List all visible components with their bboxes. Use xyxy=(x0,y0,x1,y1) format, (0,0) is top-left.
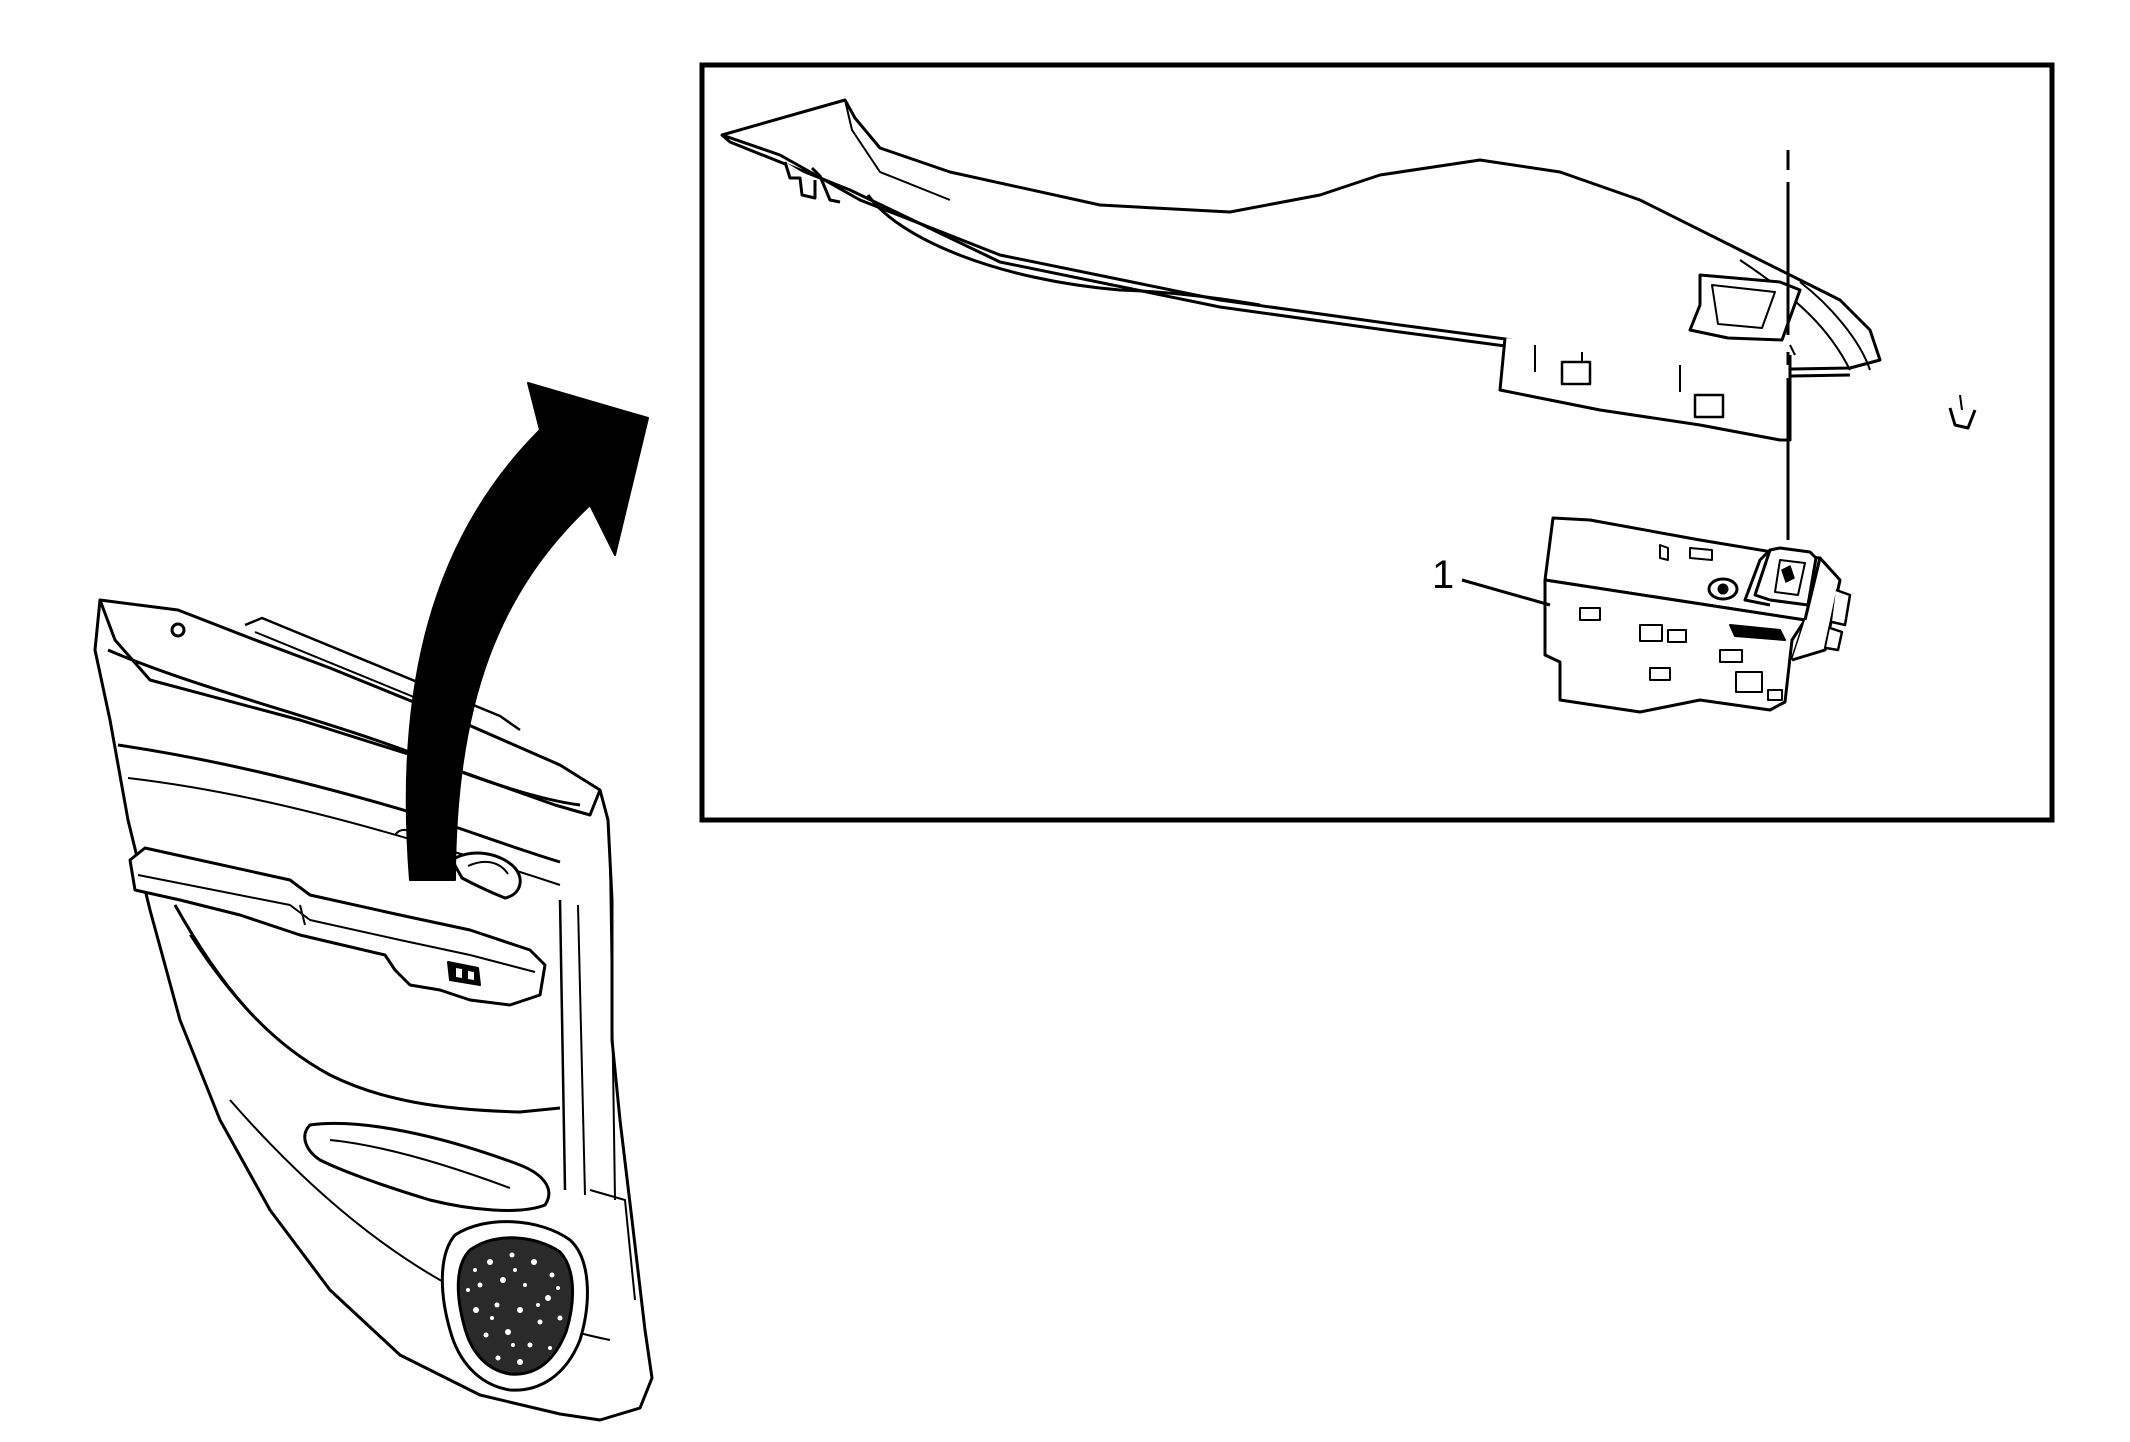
curved-arrow-icon xyxy=(405,382,649,881)
callout-leader-1 xyxy=(1461,578,1551,607)
speaker-grille xyxy=(456,1236,575,1376)
door-trim-panel xyxy=(93,598,654,1422)
armrest-bezel xyxy=(720,98,1977,442)
callout-1: 1 xyxy=(1432,553,1551,607)
window-switch xyxy=(1543,516,1852,714)
detail-view: 1 xyxy=(699,62,2055,823)
callout-label-1: 1 xyxy=(1432,553,1454,597)
